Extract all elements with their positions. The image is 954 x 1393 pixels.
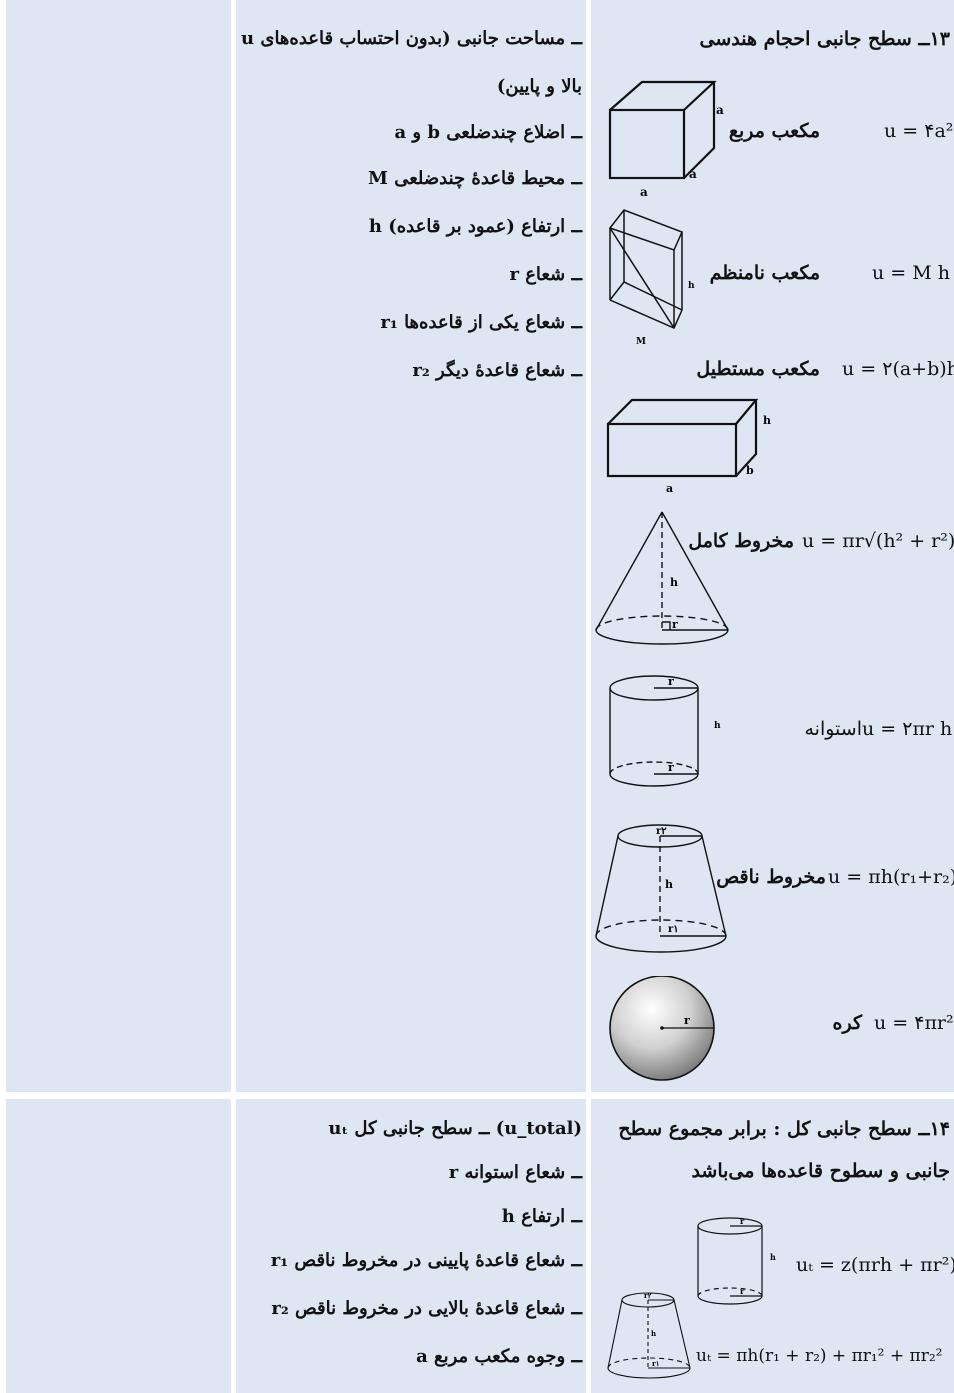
section-14-title-line1: ۱۴ــ سطح جانبی کل : برابر مجموع سطح xyxy=(618,1118,950,1140)
section-13-title: ۱۳ــ سطح جانبی احجام هندسی xyxy=(699,28,951,50)
cube-edge-bottom: a xyxy=(640,185,648,199)
def13-ab: a و b ــ اضلاع چندضلعی xyxy=(394,122,582,143)
cone-label: مخروط کامل xyxy=(688,530,794,552)
cell-14-blank xyxy=(6,1099,231,1393)
total-frustum-formula: uₜ = πh(r₁ + r₂) + πr₁² + πr₂² xyxy=(696,1346,943,1366)
cuboid-formula: u = ۲(a+b)h xyxy=(842,358,954,380)
def13-r1: r₁ ــ شعاع یکی از قاعده‌ها xyxy=(380,312,582,333)
prism-formula: u = M h xyxy=(872,262,950,284)
total-fr-h: h xyxy=(651,1329,656,1338)
cylinder-formula: u = ۲πr h xyxy=(862,718,953,740)
sphere-formula: u = ۴πr² xyxy=(874,1012,954,1034)
frustum-figure: r۲ h r۱ xyxy=(595,824,727,953)
total-cylinder-formula: uₜ = z(πrh + πr²) xyxy=(796,1254,954,1276)
frustum-r2-label: r۲ xyxy=(656,826,667,837)
cell-14-defs xyxy=(236,1099,586,1393)
cylinder-r-top: r xyxy=(668,675,674,688)
cylinder-h-label: h xyxy=(714,721,721,731)
total-fr-r1: r۱ xyxy=(652,1359,659,1368)
cell-13-main xyxy=(591,0,954,1092)
def13-h: h ــ ارتفاع (عمود بر قاعده) xyxy=(368,216,582,237)
cylinder-label: استوانه xyxy=(804,718,862,740)
total-cyl-h: h xyxy=(770,1252,776,1262)
total-cyl-r-top: r xyxy=(740,1216,745,1226)
def13-r2: r₂ ــ شعاع قاعدهٔ دیگر xyxy=(412,360,582,381)
prism-h-label: h xyxy=(688,281,695,291)
section-14-title-line2: جانبی و سطوح قاعده‌ها می‌باشد xyxy=(691,1160,950,1182)
def13-u: u ــ مساحت جانبی (بدون احتساب قاعده‌های xyxy=(241,28,582,49)
total-cyl-r-bottom: r xyxy=(740,1286,745,1296)
cube-edge-top: a xyxy=(716,103,724,117)
cube-edge-right: a xyxy=(689,167,697,181)
cylinder-figure: r r h xyxy=(609,675,721,787)
cell-13-blank xyxy=(6,0,231,1092)
total-cylinder-figure: r r h xyxy=(697,1216,776,1305)
prism-label: مکعب نامنظم xyxy=(709,262,820,284)
def13-r: r ــ شعاع xyxy=(509,264,582,285)
def14-r: r ــ شعاع استوانه xyxy=(448,1162,582,1183)
cube-formula: u = ۴a² xyxy=(884,120,954,142)
frustum-formula: u = πh(r₁+r₂) xyxy=(828,866,954,888)
cell-13-defs xyxy=(236,0,586,1092)
def13-m: M ــ محیط قاعدهٔ چندضلعی xyxy=(368,168,582,189)
cube-label: مکعب مربع xyxy=(728,120,820,142)
sphere-label: کره xyxy=(832,1012,862,1034)
cell-14-main xyxy=(591,1099,954,1393)
def14-h: h ــ ارتفاع xyxy=(501,1206,582,1227)
cone-h-label: h xyxy=(670,576,678,589)
def14-a: a ــ وجوه مکعب مربع xyxy=(416,1346,582,1367)
def14-r1: r₁ ــ شعاع قاعدهٔ پایینی در مخروط ناقص xyxy=(270,1250,582,1271)
total-frustum-figure: r۲ h r۱ xyxy=(607,1291,691,1379)
frustum-label: مخروط ناقص xyxy=(716,866,826,888)
cuboid-label: مکعب مستطیل xyxy=(696,358,820,380)
prism-m-label: M xyxy=(636,337,646,347)
cuboid-h-label: h xyxy=(763,414,771,427)
total-fr-r2: r۲ xyxy=(644,1291,652,1300)
def14-r2: r₂ ــ شعاع قاعدهٔ بالایی در مخروط ناقص xyxy=(271,1298,582,1319)
cone-r-label: r xyxy=(672,618,678,631)
cylinder-r-bottom: r xyxy=(668,761,674,774)
cuboid-figure: h b a xyxy=(606,398,771,495)
frustum-h-label: h xyxy=(665,878,673,891)
frustum-r1-label: r۱ xyxy=(668,924,679,935)
sphere-figure: r xyxy=(609,976,715,1081)
def14-ut: uₜ ــ سطح جانبی کل (u_total) xyxy=(328,1118,582,1139)
prism-figure: h M xyxy=(608,209,695,347)
sphere-r-label: r xyxy=(684,1014,690,1027)
cuboid-b-label: b xyxy=(746,464,754,477)
cone-formula: u = πr√(h² + r²) xyxy=(802,530,954,552)
def13-u-cont: بالا و پایین) xyxy=(496,76,582,97)
cube-figure: a a a xyxy=(608,80,724,199)
cuboid-a-label: a xyxy=(666,482,673,495)
cone-figure: h r xyxy=(595,511,729,645)
